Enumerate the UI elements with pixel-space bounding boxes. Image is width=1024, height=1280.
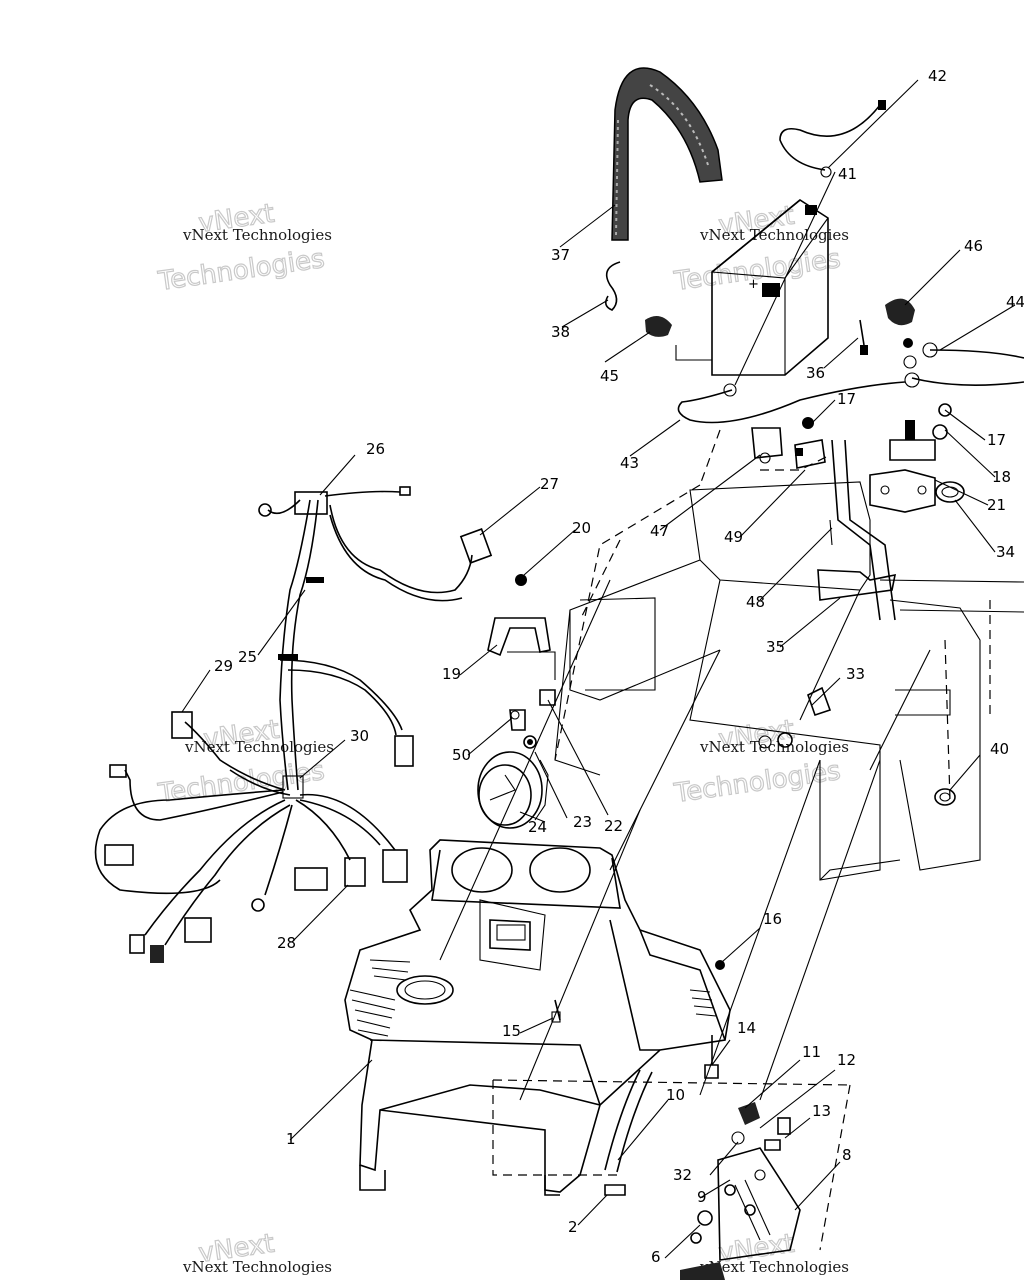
relay-bracket-49 [794,417,826,469]
callout-40: 40 [990,740,1009,758]
starter-solenoid [869,403,952,513]
watermark-big-text: Technologies [672,756,843,809]
callout-45: 45 [600,367,619,385]
callout-33: 33 [846,665,865,683]
callout-17-right: 17 [987,431,1006,449]
callout-28: 28 [277,934,296,952]
relay-bracket-47 [751,427,783,464]
dash-panel [344,839,731,1196]
battery: + [675,199,829,376]
leader-lines [181,79,1016,1259]
callout-14: 14 [737,1019,756,1037]
callout-15: 15 [502,1022,521,1040]
callout-46: 46 [964,237,983,255]
grommet-16 [715,960,725,970]
callout-17-upper: 17 [837,390,856,408]
light-housing [680,1262,725,1280]
watermark-top-left: vNext vNext Technologies Technologies [155,198,332,298]
callout-36: 36 [806,364,825,382]
callout-11: 11 [802,1043,821,1061]
callout-21: 21 [987,496,1006,514]
bracket-35 [817,519,897,601]
hour-meter-gauge [477,751,549,829]
gauge-bracket-19 [487,617,556,680]
watermark-bottom-left: vNext vNext Technologies [182,1228,332,1276]
washer-6 [690,1210,713,1244]
callout-19: 19 [442,665,461,683]
callout-22: 22 [604,817,623,835]
watermark-line-text: vNext Technologies [699,226,849,244]
battery-cable-negative [779,100,886,178]
callout-34: 34 [996,543,1015,561]
callout-20: 20 [572,519,591,537]
watermark-bottom-right: vNext vNext Technologies [699,1228,849,1276]
callout-41: 41 [838,165,857,183]
callout-23: 23 [573,813,592,831]
callout-12: 12 [837,1051,856,1069]
callout-16: 16 [763,910,782,928]
chassis-frame [439,429,1024,1251]
callout-35: 35 [766,638,785,656]
callout-43: 43 [620,454,639,472]
bolt-14 [704,1035,719,1079]
callout-1: 1 [286,1130,296,1148]
callout-24: 24 [528,818,547,836]
callout-44: 44 [1006,293,1024,311]
grommet-20 [515,574,527,586]
watermark-line-text: vNext Technologies [184,738,334,756]
pin-15 [551,999,561,1023]
nut-22-23 [523,689,556,749]
callout-25: 25 [238,648,257,666]
callout-6: 6 [651,1248,661,1266]
callout-49: 49 [724,528,743,546]
strap-hook-clip [604,261,621,311]
callout-2: 2 [568,1218,578,1236]
starter-cable [904,342,1024,388]
grommet-40 [934,788,956,806]
bolt-2 [604,1184,626,1196]
watermark-line-text: vNext Technologies [182,226,332,244]
callout-26: 26 [366,440,385,458]
watermark-line-text: vNext Technologies [182,1258,332,1276]
switch-bracket-8 [717,1147,801,1261]
callout-50: 50 [452,746,471,764]
wiring-harness [94,486,493,963]
watermark-line-text: vNext Technologies [699,738,849,756]
fuse-36 [859,319,868,355]
terminal-boot-red [645,316,672,337]
svg-text:+: + [748,277,759,292]
callout-13: 13 [812,1102,831,1120]
watermark-big-text: Technologies [156,244,327,297]
callout-labels: 1 2 6 8 9 10 11 12 13 14 15 16 17 17 18 … [214,67,1024,1266]
callout-42: 42 [928,67,947,85]
watermark-big-text: Technologies [156,756,327,809]
callout-48: 48 [746,593,765,611]
callout-10: 10 [666,1086,685,1104]
callout-27: 27 [540,475,559,493]
callout-32: 32 [673,1166,692,1184]
callout-8: 8 [842,1146,852,1164]
battery-strap [611,67,723,241]
knob-11 [731,1102,760,1145]
callout-47: 47 [650,522,669,540]
bracket-33 [758,686,832,749]
callout-29: 29 [214,657,233,675]
callout-18: 18 [992,468,1011,486]
switch-12 [777,1117,791,1135]
terminal-boot-black [885,298,917,369]
callout-30: 30 [350,727,369,745]
callout-38: 38 [551,323,570,341]
battery-cable-positive [677,381,906,424]
callout-37: 37 [551,246,570,264]
callout-9: 9 [697,1188,707,1206]
watermark-line-text: vNext Technologies [699,1258,849,1276]
key-13 [764,1139,781,1151]
switch-50 [509,709,526,731]
